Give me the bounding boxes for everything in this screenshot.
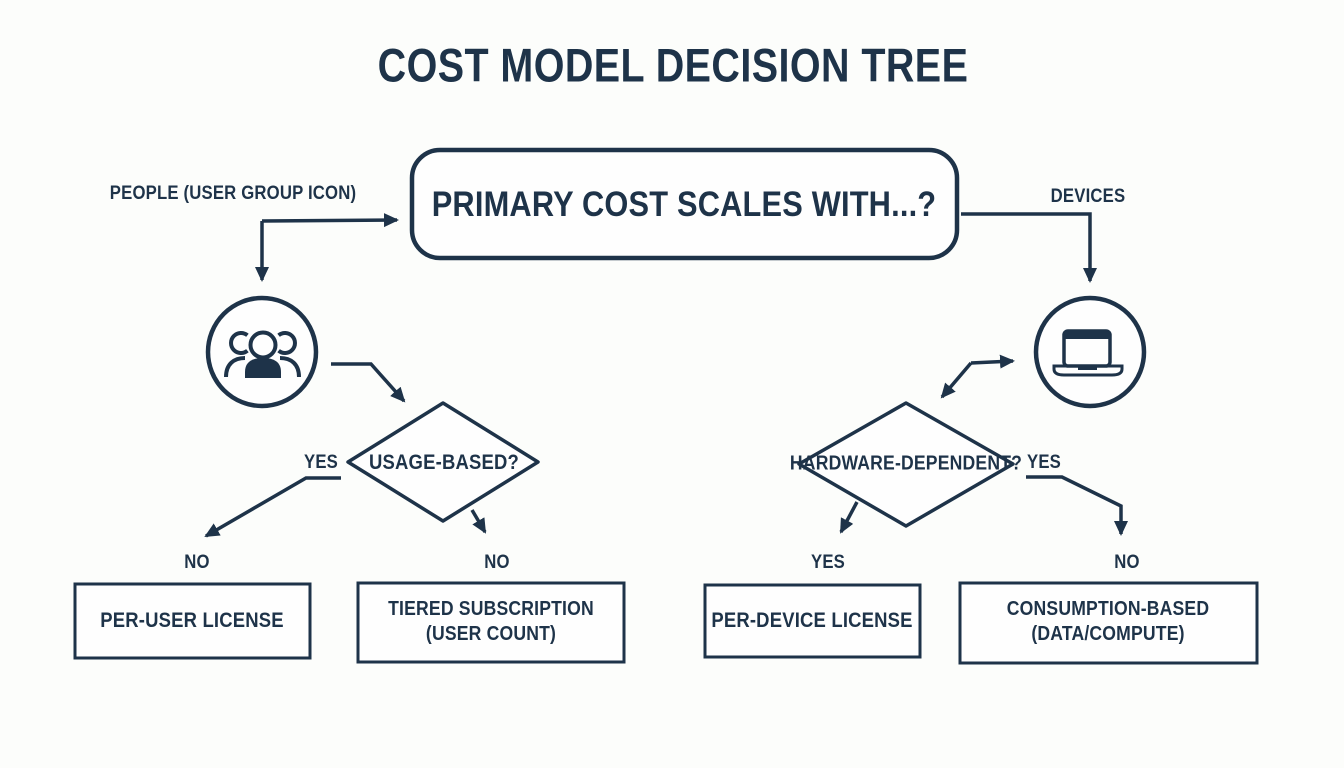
result-box-per-device-license (703, 583, 922, 659)
laptop-base (1052, 364, 1124, 377)
device-circle (1033, 295, 1147, 409)
left-person-shoulders (224, 356, 246, 378)
right-person-shoulders (279, 356, 301, 378)
usage-left-edge-label: NO (184, 552, 210, 574)
result-box-tiered-subscription (356, 581, 626, 664)
edge-hardware-yes-elbow-arrow (1026, 475, 1128, 536)
laptop-base-notch (1078, 366, 1097, 370)
center-person-body (245, 358, 281, 378)
root-question-label: PRIMARY COST SCALES WITH...? (431, 185, 937, 225)
result-line: PER-USER LICENSE (100, 608, 284, 632)
hardware-left-edge-label: YES (811, 552, 845, 574)
laptop-screen-top-bar (1064, 331, 1110, 339)
edge-usage-no-arrow (470, 509, 487, 534)
usage-based-question-label: USAGE-BASED? (369, 450, 519, 474)
result-per-user-license-label: PER-USER LICENSE (100, 608, 284, 634)
usage-yes-label: YES (304, 452, 338, 474)
center-person-head (248, 330, 278, 360)
devices-branch-label: DEVICES (1050, 186, 1126, 208)
hardware-dependent-question-label: HARDWARE-DEPENDENT? (789, 452, 1023, 475)
connector-user-circle-to-usage-diamond (331, 362, 406, 403)
root-question-box (409, 147, 960, 261)
result-tiered-subscription-label: TIERED SUBSCRIPTION (USER COUNT) (388, 597, 594, 647)
result-per-device-license-label: PER-DEVICE LICENSE (711, 608, 912, 634)
hardware-yes-label: YES (1027, 452, 1061, 474)
connector-root-to-device-circle (961, 212, 1097, 283)
connector-corner-to-device-circle (970, 354, 1015, 369)
usage-right-edge-label: NO (484, 552, 510, 574)
connector-corner-to-hardware-diamond (940, 361, 973, 399)
result-line: (DATA/COMPUTE) (1031, 623, 1185, 645)
edge-usage-yes-arrow (204, 476, 341, 538)
result-consumption-based-label: CONSUMPTION-BASED (DATA/COMPUTE) (1007, 597, 1209, 647)
laptop-icon (1052, 329, 1124, 377)
hardware-right-edge-label: NO (1114, 552, 1140, 574)
page-title: COST MODEL DECISION TREE (377, 38, 969, 92)
result-line: CONSUMPTION-BASED (1006, 598, 1210, 620)
edge-hardware-left-arrow (839, 501, 859, 534)
result-line: TIERED SUBSCRIPTION (388, 598, 594, 620)
result-box-per-user-license (73, 582, 312, 660)
result-box-consumption-based (958, 581, 1259, 665)
connector-people-to-root (261, 213, 399, 228)
usage-based-diamond (346, 401, 540, 523)
user-group-icon (224, 330, 301, 378)
result-line: PER-DEVICE LICENSE (711, 608, 913, 632)
people-branch-label: PEOPLE (USER GROUP ICON) (109, 183, 357, 205)
hardware-dependent-diamond (797, 401, 1015, 528)
result-line: (USER COUNT) (425, 623, 557, 645)
left-person-head (229, 331, 249, 355)
right-person-head (277, 331, 297, 355)
